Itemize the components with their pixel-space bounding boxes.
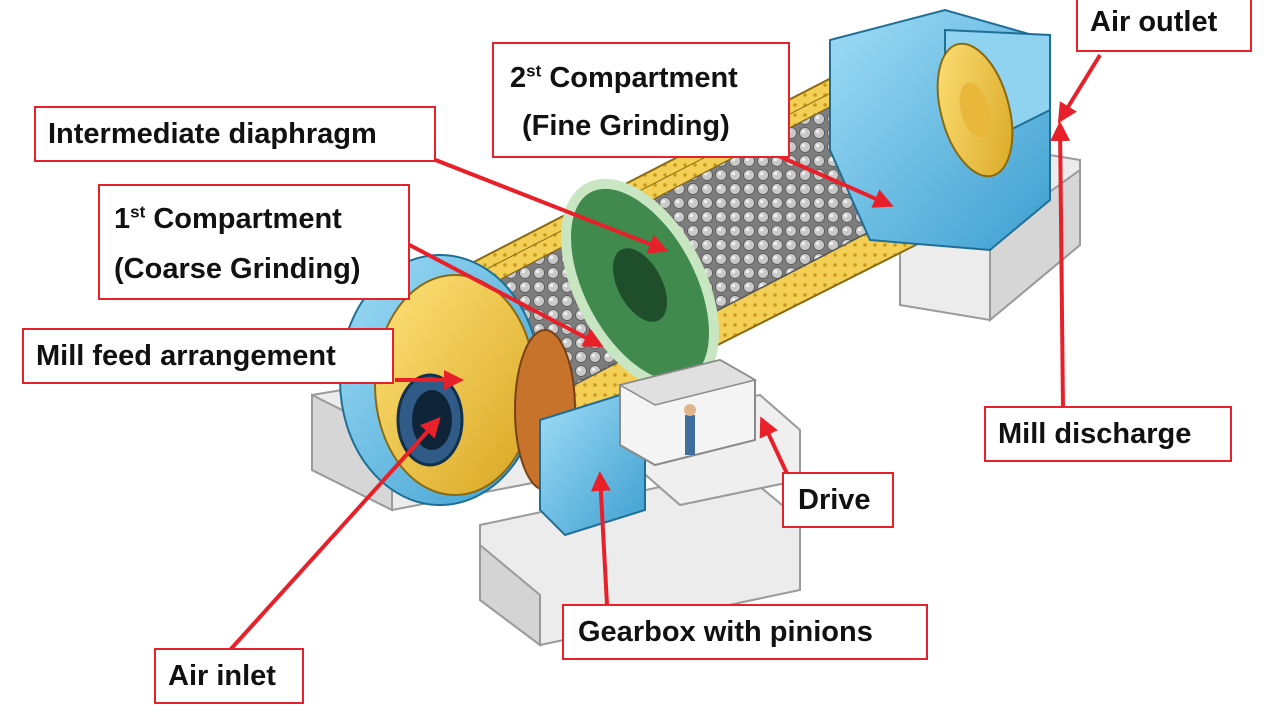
arrow-air-inlet <box>228 417 441 652</box>
arrow-intermediate-diaphragm <box>409 148 669 254</box>
drive-motor <box>618 358 757 467</box>
label-mill-feed-arrangement: Mill feed arrangement <box>22 328 394 384</box>
label-compartment-2: 2st Compartment (Fine Grinding) <box>492 42 790 158</box>
arrow-gearbox <box>590 471 611 606</box>
arrow-air-outlet <box>1057 53 1102 124</box>
arrow-drive <box>759 416 792 481</box>
label-compartment-1: 1st Compartment (Coarse Grinding) <box>98 184 410 300</box>
arrow-compartment2 <box>764 148 894 208</box>
label-mill-discharge: Mill discharge <box>984 406 1232 462</box>
label-drive: Drive <box>782 472 894 528</box>
label-gearbox-with-pinions: Gearbox with pinions <box>562 604 928 660</box>
label-air-inlet: Air inlet <box>154 648 304 704</box>
label-air-outlet: Air outlet <box>1076 0 1252 52</box>
label-intermediate-diaphragm: Intermediate diaphragm <box>34 106 436 162</box>
arrow-compartment1 <box>399 238 604 347</box>
arrow-mill-discharge <box>1050 121 1071 411</box>
callout-arrows <box>228 53 1102 652</box>
outlet-housing <box>829 8 1051 252</box>
